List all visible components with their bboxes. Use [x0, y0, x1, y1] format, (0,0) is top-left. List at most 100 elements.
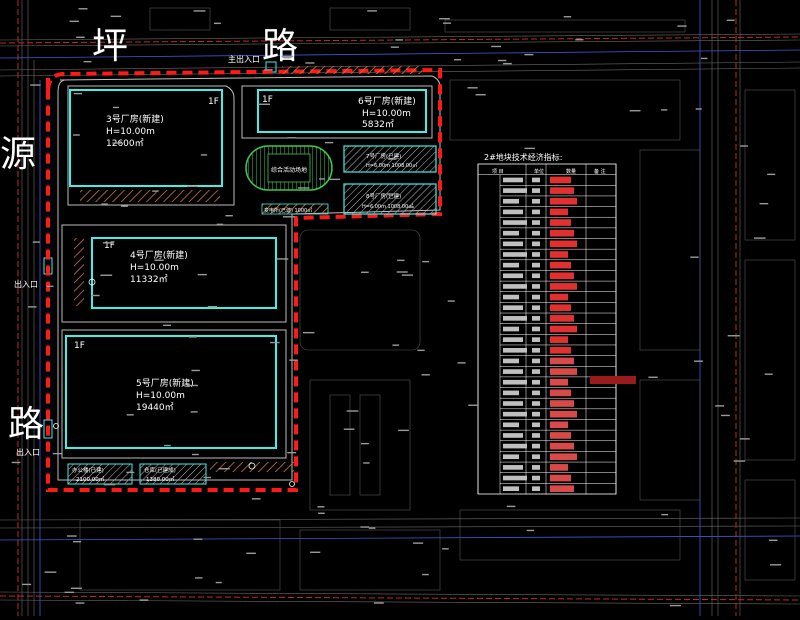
elevation-mark [191, 453, 199, 456]
table-value-mark [550, 485, 574, 492]
building-8-name: 8号厂房(已建) [366, 192, 401, 200]
table-header-qty: 数量 [566, 168, 576, 175]
table-item-mark [503, 411, 527, 417]
table-item-mark [503, 209, 523, 215]
table-unit-mark [532, 198, 540, 204]
table-item-mark [503, 326, 519, 332]
elevation-mark [246, 552, 256, 555]
building-6[interactable]: 1F 6号厂房(新建) H=10.00m 5832㎡ [257, 89, 427, 133]
table-item-mark [503, 337, 523, 342]
substation-strip-label: 变电所(已建) 1000㎡ [264, 207, 312, 214]
elevation-mark [215, 581, 222, 584]
elevation-mark [197, 273, 207, 276]
building-7-info: H=6.00m 1008.00㎡ [366, 162, 417, 169]
entrance-label-left-upper: 出入口 [14, 279, 38, 289]
elevation-mark [64, 591, 74, 594]
building-5-name: 5号厂房(新建) [136, 377, 194, 389]
elevation-mark [677, 25, 687, 27]
table-item-mark [503, 198, 519, 204]
table-value-mark [550, 453, 577, 461]
building-3-name: 3号厂房(新建) [106, 113, 164, 125]
hatch-strip-4 [74, 238, 84, 306]
bottom-building-2-area: 1380.00㎡ [146, 475, 175, 483]
building-4[interactable]: 1F 4号厂房(新建) H=10.00m 11332㎡ [91, 237, 277, 309]
elevation-mark [126, 414, 134, 416]
table-item-mark [503, 305, 523, 311]
elevation-mark [457, 362, 466, 364]
elevation-mark [110, 15, 122, 18]
elevation-mark [422, 573, 429, 576]
elevation-mark [305, 62, 315, 64]
elevation-mark [401, 274, 414, 276]
elevation-mark [76, 36, 85, 38]
table-unit-mark [532, 326, 540, 332]
hatch-strip-top [282, 66, 422, 74]
site-internal-road [57, 75, 441, 481]
road-label-yuan: 源 [0, 134, 36, 175]
table-unit-mark [532, 273, 540, 279]
building-5-floors: 1F [74, 341, 85, 351]
table-value-mark [550, 336, 568, 343]
table-item-mark [503, 347, 527, 353]
elevation-mark [218, 467, 230, 470]
elevation-mark [276, 258, 289, 260]
table-value-mark [550, 378, 568, 386]
elevation-mark [690, 256, 699, 258]
elevation-mark [421, 374, 430, 376]
bottom-building-1[interactable]: 办公楼(已建) 2100.00㎡ [67, 463, 133, 485]
road-label-lu-top: 路 [262, 26, 298, 67]
elevation-mark [289, 359, 298, 361]
table-value-mark [550, 464, 568, 471]
substation-strip[interactable]: 变电所(已建) 1000㎡ [261, 203, 329, 215]
table-unit-mark [532, 252, 540, 257]
activity-oval[interactable]: 综合活动场地 [245, 145, 333, 191]
table-unit-mark [532, 422, 540, 428]
elevation-mark [319, 178, 326, 180]
elevation-mark [112, 106, 119, 109]
hatch-strip-3 [80, 190, 220, 202]
elevation-mark [186, 384, 198, 387]
table-item-mark [503, 294, 519, 300]
table-unit-mark [532, 475, 540, 481]
elevation-mark [669, 604, 681, 607]
table-unit-mark [532, 486, 540, 491]
elevation-mark [75, 602, 85, 604]
table-value-mark [550, 368, 577, 375]
elevation-mark [302, 331, 315, 334]
bottom-building-2[interactable]: 仓库(已建成) 1380.00㎡ [139, 463, 207, 485]
elevation-mark [524, 53, 534, 56]
table-unit-mark [532, 465, 540, 470]
table-item-mark [503, 273, 523, 279]
road-label-lu-left: 路 [8, 404, 44, 445]
table-unit-mark [532, 316, 540, 321]
table-item-mark [503, 454, 519, 460]
building-8[interactable]: 8号厂房(已建) H=6.00m 1008.00㎡ [343, 183, 437, 215]
elevation-mark [363, 462, 370, 464]
elevation-mark [203, 476, 212, 479]
building-4-height: H=10.00m [130, 263, 179, 273]
elevation-mark [390, 46, 399, 48]
table-item-mark [503, 262, 519, 268]
elevation-mark [186, 185, 198, 188]
elevation-mark [283, 57, 291, 59]
elevation-mark [287, 137, 296, 139]
elevation-mark [329, 178, 341, 181]
table-item-mark [503, 379, 527, 385]
building-3[interactable]: 1F 3号厂房(新建) H=10.00m 12600㎡ [69, 89, 223, 187]
elevation-mark [270, 341, 280, 344]
table-item-mark [503, 252, 527, 257]
building-3-area: 12600㎡ [106, 138, 144, 149]
elevation-mark [91, 294, 100, 297]
table-unit-mark [532, 188, 540, 193]
elevation-mark [200, 154, 208, 156]
elevation-mark [475, 94, 486, 96]
elevation-mark [281, 55, 294, 58]
building-4-area: 11332㎡ [130, 274, 168, 285]
elevation-mark [164, 444, 171, 447]
building-5[interactable]: 1F 5号厂房(新建) H=10.00m 19440㎡ [65, 335, 277, 449]
elevation-mark [310, 551, 321, 553]
elevation-mark [251, 498, 261, 500]
elevation-mark [447, 300, 455, 302]
